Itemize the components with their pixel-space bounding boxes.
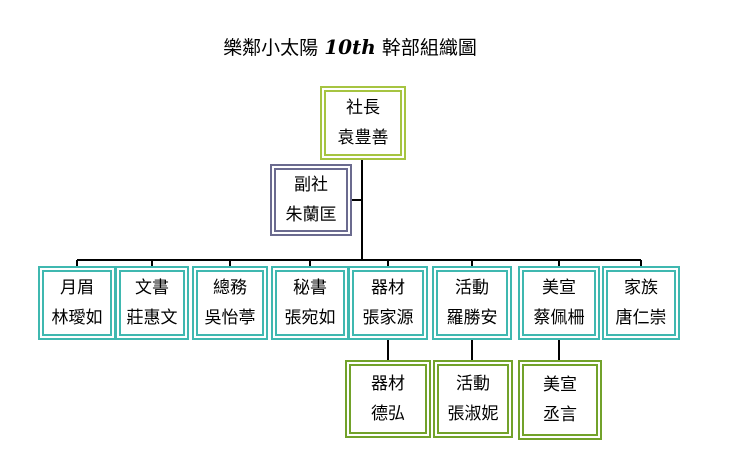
- chart-title-prefix: 樂鄰小太陽: [223, 37, 319, 59]
- officer-box-equipment: 器材 張家源: [348, 266, 428, 340]
- assistant-role: 器材: [371, 374, 405, 394]
- assistant-role: 美宣: [543, 375, 577, 395]
- vice-president-box: 副社 朱蘭匡: [270, 164, 352, 236]
- officer-name: 莊惠文: [126, 308, 178, 328]
- vice-president-name: 朱蘭匡: [285, 205, 337, 225]
- officer-box-activities: 活動 羅勝安: [432, 266, 512, 340]
- officer-box-secretary-docs: 文書 莊惠文: [115, 266, 189, 340]
- assistant-role: 活動: [456, 374, 490, 394]
- officer-name: 羅勝安: [446, 308, 498, 328]
- chart-title: 樂鄰小太陽 10th 幹部組織圖: [0, 34, 700, 61]
- officer-box-family: 家族 唐仁崇: [602, 266, 680, 340]
- officer-role: 總務: [213, 278, 247, 298]
- officer-box-general-affairs: 總務 吳怡葶: [192, 266, 268, 340]
- president-role: 社長: [346, 98, 380, 118]
- chart-title-suffix: 幹部組織圖: [381, 37, 477, 59]
- vice-president-role: 副社: [294, 175, 328, 195]
- assistant-box-equipment: 器材 德弘: [345, 360, 431, 438]
- officer-box-yuemei: 月眉 林璦如: [38, 266, 116, 340]
- officer-role: 器材: [371, 278, 405, 298]
- officer-name: 蔡佩柵: [533, 308, 585, 328]
- officer-name: 林璦如: [51, 308, 103, 328]
- officer-name: 張宛如: [284, 308, 336, 328]
- assistant-name: 德弘: [371, 404, 405, 424]
- officer-name: 吳怡葶: [204, 308, 256, 328]
- president-name: 袁豊善: [337, 128, 389, 148]
- officer-name: 唐仁崇: [615, 308, 667, 328]
- assistant-box-activities: 活動 張淑妮: [433, 360, 513, 438]
- officer-role: 月眉: [60, 278, 94, 298]
- officer-role: 家族: [624, 278, 658, 298]
- chart-title-edition: 10th: [324, 35, 376, 59]
- officer-role: 秘書: [293, 278, 327, 298]
- president-box: 社長 袁豊善: [320, 86, 406, 160]
- officer-box-art: 美宣 蔡佩柵: [518, 266, 600, 340]
- officer-role: 美宣: [542, 278, 576, 298]
- officer-role: 文書: [135, 278, 169, 298]
- assistant-box-art: 美宣 丞言: [518, 360, 602, 440]
- assistant-name: 張淑妮: [447, 404, 499, 424]
- officer-name: 張家源: [362, 308, 414, 328]
- officer-box-secretary: 秘書 張宛如: [271, 266, 349, 340]
- officer-role: 活動: [455, 278, 489, 298]
- assistant-name: 丞言: [543, 405, 577, 425]
